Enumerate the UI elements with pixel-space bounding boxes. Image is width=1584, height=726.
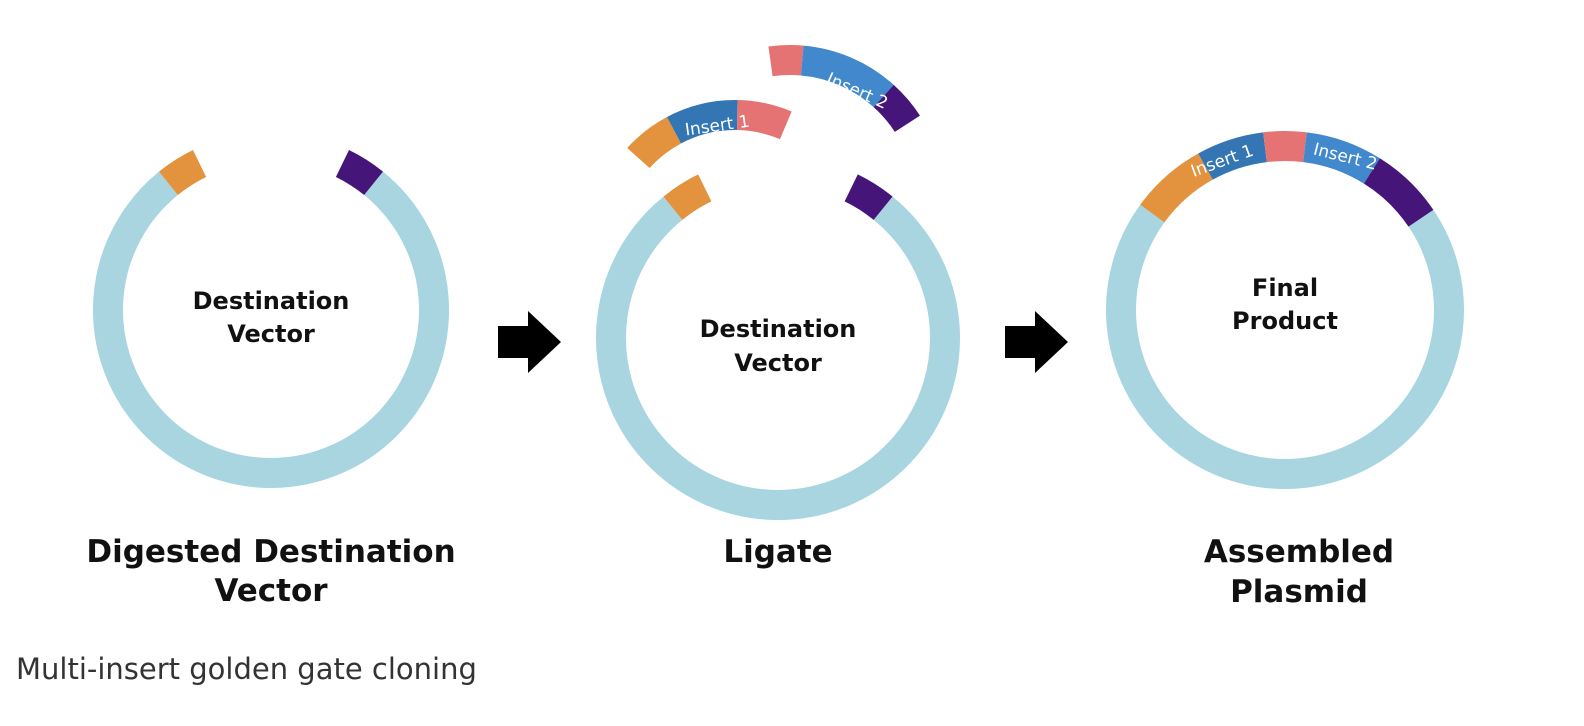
purple-overhang xyxy=(873,84,920,133)
insert-1-segment xyxy=(1198,132,1268,180)
pink-overhang xyxy=(736,100,792,140)
insert-2-fragment: Insert 2 xyxy=(768,45,920,133)
arrow-right-icon xyxy=(1005,311,1068,373)
orange-overhang xyxy=(1140,153,1214,223)
orange-overhang xyxy=(158,150,207,196)
panel-assembled-plasmid: Insert 1 Insert 2 Final Product Assemble… xyxy=(1106,131,1464,610)
step-caption-line-1: Digested Destination xyxy=(86,534,455,570)
purple-overhang xyxy=(844,174,893,221)
panel-ligate: Insert 1 Insert 2 Destination Vector Lig… xyxy=(596,45,960,570)
step-caption-line-2: Plasmid xyxy=(1230,574,1368,610)
step-caption-line-1: Ligate xyxy=(723,534,832,570)
vector-backbone-arc xyxy=(1106,204,1464,489)
vector-backbone-arc xyxy=(596,196,960,520)
figure-caption: Multi-insert golden gate cloning xyxy=(16,652,477,686)
insert-1-segment xyxy=(666,100,738,144)
purple-overhang xyxy=(1363,158,1434,227)
orange-overhang xyxy=(663,174,712,221)
step-caption-line-2: Vector xyxy=(214,573,328,609)
vector-backbone-arc xyxy=(93,171,449,488)
circle-label-line-2: Vector xyxy=(227,320,315,348)
circle-label-line-1: Final xyxy=(1252,274,1318,302)
pink-overhang xyxy=(768,45,804,77)
insert-1-fragment: Insert 1 xyxy=(627,100,792,169)
purple-overhang xyxy=(335,150,384,196)
step-caption-line-1: Assembled xyxy=(1204,534,1394,570)
circle-label-line-2: Product xyxy=(1232,307,1338,335)
circle-label-line-2: Vector xyxy=(734,349,822,377)
insert-2-segment xyxy=(1302,132,1380,184)
orange-overhang xyxy=(627,116,682,169)
pink-overhang xyxy=(1263,131,1307,163)
arrow-right-icon xyxy=(498,311,561,373)
circle-label-line-1: Destination xyxy=(700,315,857,343)
panel-digested-vector: Destination Vector Digested Destination … xyxy=(86,150,456,609)
insert-2-segment xyxy=(800,45,894,108)
circle-label-line-1: Destination xyxy=(193,287,350,315)
